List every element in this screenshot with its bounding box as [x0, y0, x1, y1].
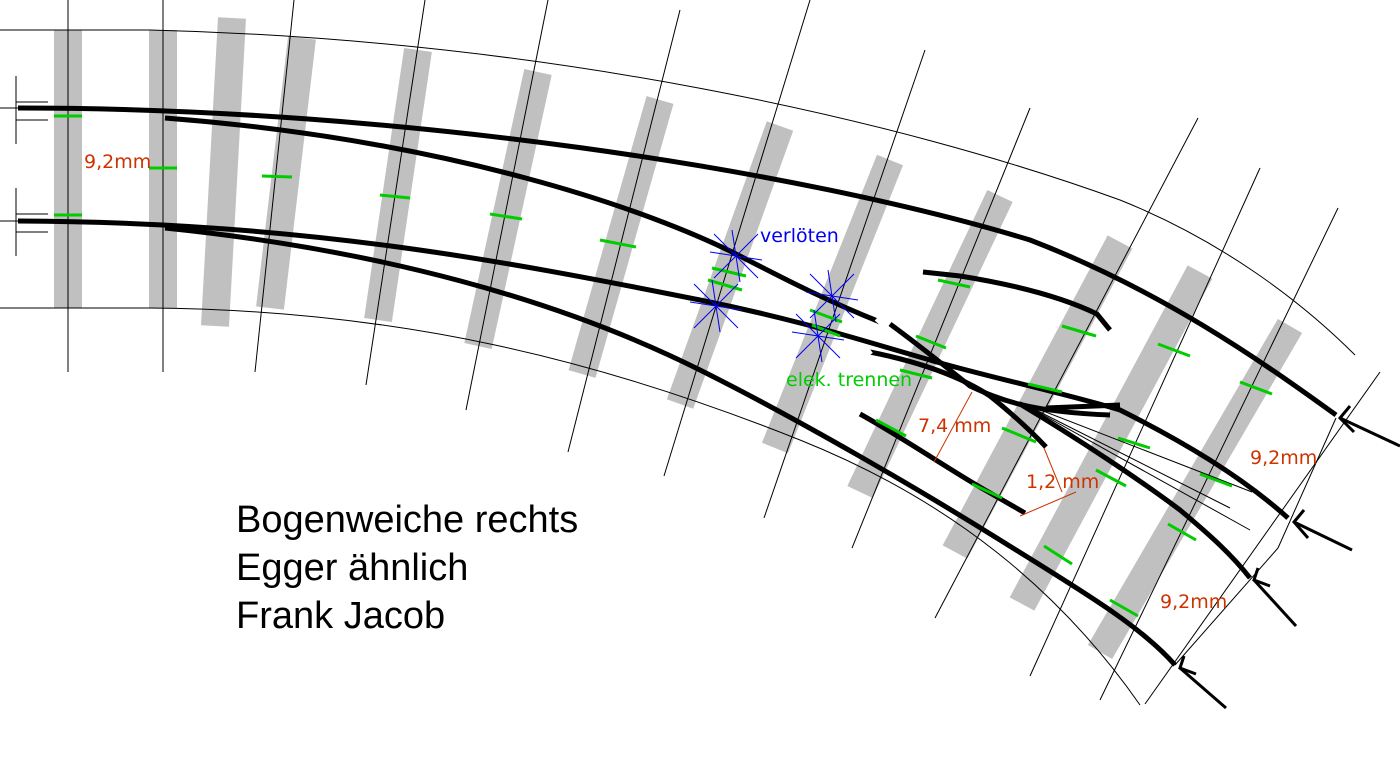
frog-point [1018, 401, 1252, 580]
arrow-icon [1252, 567, 1298, 628]
gauge-mark [707, 278, 743, 292]
gauge-mark [1199, 472, 1233, 488]
gauge-mark [599, 238, 637, 249]
solder-marks [689, 229, 859, 363]
gauge-mark [1027, 382, 1063, 394]
radial-line [1144, 371, 1381, 705]
isolation-gap [861, 344, 873, 358]
dimension-extension [1277, 417, 1337, 549]
isolation-gaps [861, 315, 887, 358]
radial-line [365, 0, 426, 386]
gauge-mark [1117, 436, 1151, 450]
gauge-label-left: 9,2mm [84, 151, 151, 173]
radial-line [934, 117, 1199, 619]
gauge-label-right-upper: 9,2mm [1250, 447, 1317, 469]
sleeper [666, 121, 794, 409]
gauge-mark [1001, 426, 1037, 444]
dimension-label-12: 1,2 mm [1026, 471, 1099, 493]
asterisk-cross-icon [709, 229, 763, 283]
gauge-mark [711, 266, 747, 278]
inner-rail-diverging [164, 225, 1177, 667]
gauge-mark [899, 368, 933, 380]
dimension-extension [1174, 547, 1279, 666]
arrows [1178, 405, 1400, 710]
gauge-mark [1239, 380, 1273, 396]
gauge-mark [379, 193, 411, 200]
solder-label: verlöten [760, 225, 839, 247]
outer-guide-curve [0, 29, 1356, 356]
gauge-mark [1167, 522, 1197, 542]
construction-line [1019, 401, 1253, 493]
dimension-leaders [933, 391, 1077, 517]
arrow-icon [1178, 655, 1227, 710]
inner-guide-curve [0, 307, 1141, 706]
radial-line [254, 0, 295, 373]
sleeper [1087, 318, 1303, 660]
diagram-subtitle: Egger ähnlich [236, 547, 469, 589]
asterisk-cross-icon [791, 309, 845, 363]
check-rail-upper [922, 269, 1112, 332]
gauge-mark [1109, 598, 1139, 618]
leader-12-b [1019, 491, 1077, 517]
gauge-mark [1157, 342, 1191, 358]
inner-rail-main [17, 218, 1290, 520]
isolation-gap [874, 315, 887, 327]
gauge-mark [1095, 468, 1127, 488]
isolate-label: elek. trennen [786, 369, 912, 391]
gauge-mark [937, 278, 971, 289]
diagram-author: Frank Jacob [236, 595, 446, 637]
arrow-icon [1337, 405, 1400, 448]
entry-markers [0, 76, 48, 256]
gauge-mark [1043, 544, 1073, 566]
gauge-mark [915, 334, 947, 350]
construction-line [1019, 401, 1251, 531]
frog-wing [1045, 402, 1121, 411]
sleeper [1009, 265, 1213, 611]
sleeper [256, 36, 316, 310]
sleeper [201, 17, 246, 327]
sleeper [847, 190, 1013, 498]
leader-12-a [1043, 447, 1063, 493]
sleeper [942, 235, 1133, 559]
gauge-mark [971, 482, 1003, 500]
gauge-mark [1061, 324, 1097, 338]
gauge-mark [875, 418, 907, 438]
sleepers [54, 17, 1303, 660]
asterisk-cross-icon [689, 279, 743, 333]
info-block: Bogenweiche rechts Egger ähnlich Frank J… [236, 496, 578, 640]
construction-line [1019, 401, 1231, 509]
dimension-label-74: 7,4 mm [918, 415, 991, 437]
radial-line [663, 0, 811, 477]
outer-rail-main [17, 105, 1338, 418]
radial-line [851, 107, 1031, 549]
gauge-mark [261, 174, 293, 179]
rails [17, 105, 1338, 667]
sleeper [568, 96, 674, 378]
gauge-label-right-lower: 9,2mm [1160, 591, 1227, 613]
asterisk-cross-icon [805, 269, 859, 323]
arrow-icon [1292, 509, 1353, 552]
closure-rail-upper [888, 321, 1111, 418]
diagram-title: Bogenweiche rechts [236, 499, 579, 541]
radial-line [465, 0, 549, 411]
radial-line [1099, 207, 1339, 701]
leader-74 [933, 391, 973, 463]
guide-lines [0, 0, 1381, 706]
sleeper [364, 47, 432, 323]
radial-line [567, 9, 681, 453]
gauge-mark [489, 212, 523, 221]
